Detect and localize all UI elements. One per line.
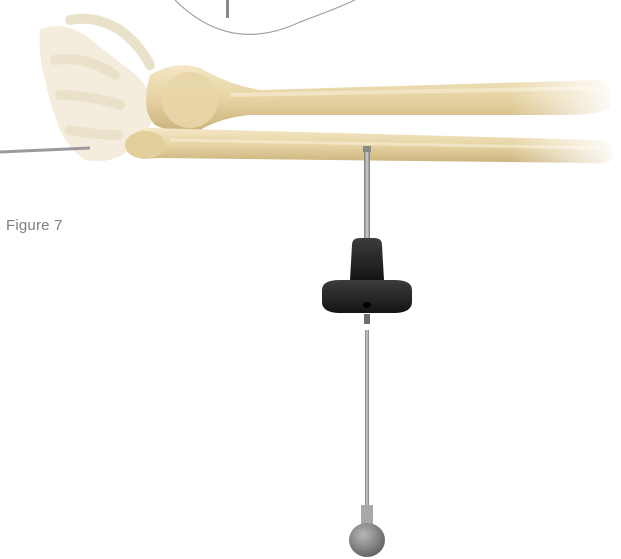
- instrument-upper-shaft: [363, 146, 371, 246]
- t-handle: [322, 238, 412, 324]
- figure-caption: Figure 7: [6, 217, 63, 234]
- instrument-lower-shaft: [361, 330, 373, 527]
- magnifier-inset: [175, 0, 355, 34]
- ball-tip: [349, 523, 385, 557]
